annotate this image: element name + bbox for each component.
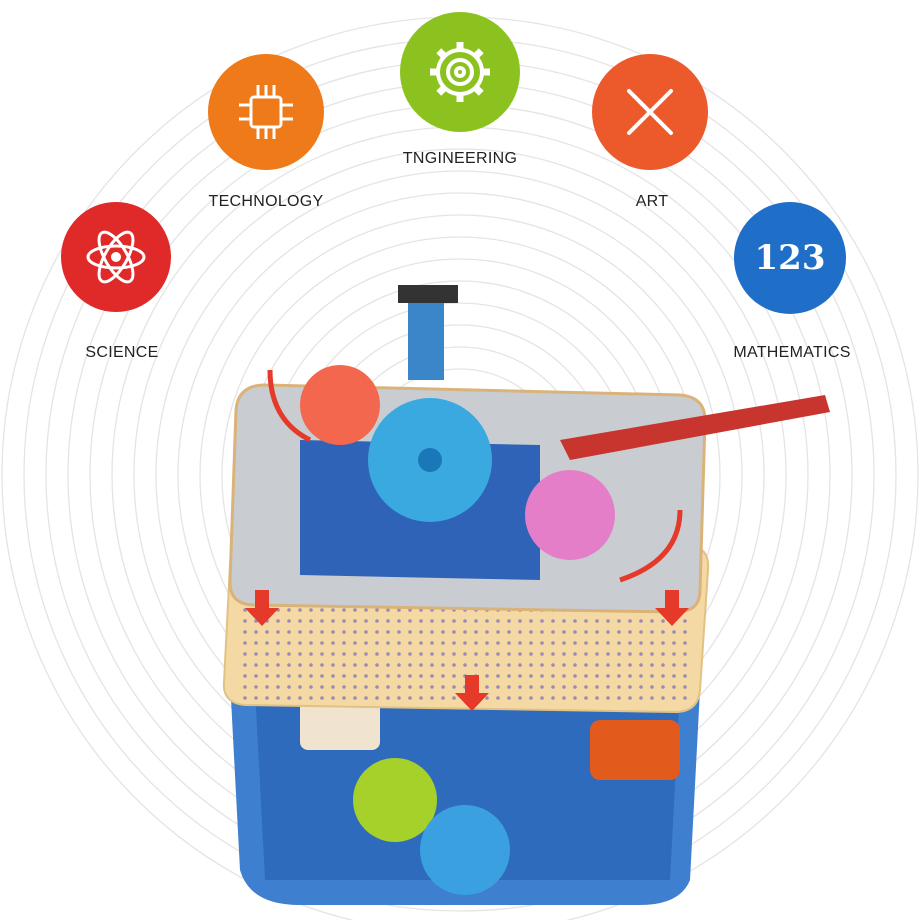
red-arrows	[245, 369, 689, 711]
toy-truck	[590, 720, 680, 780]
orange-gear	[300, 365, 380, 445]
art-icon	[592, 54, 708, 170]
science-label: SCIENCE	[85, 344, 159, 361]
blue-gear	[420, 805, 510, 895]
blue-lever	[408, 300, 444, 380]
baseplate-layer	[228, 285, 830, 614]
blue-storage-box	[230, 648, 700, 905]
circuit-icon	[239, 85, 293, 139]
numbers-icon: 123	[754, 238, 826, 278]
technology-icon	[208, 54, 324, 170]
mathematics-label: MATHEMATICS	[733, 344, 851, 361]
pink-gear	[525, 470, 615, 560]
mathematics-icon: 123	[734, 202, 846, 314]
technology-label: TECHNOLOGY	[208, 193, 324, 210]
red-wrench	[560, 395, 830, 460]
science-icon	[61, 202, 171, 312]
engineering-icon	[400, 12, 520, 132]
art-label: ART	[635, 193, 669, 210]
atom-icon	[86, 230, 146, 284]
gear-icon	[430, 42, 490, 102]
green-gear	[353, 758, 437, 842]
pencil-brush-icon	[627, 89, 673, 135]
engineering-label: TNGINEERING	[402, 150, 518, 167]
